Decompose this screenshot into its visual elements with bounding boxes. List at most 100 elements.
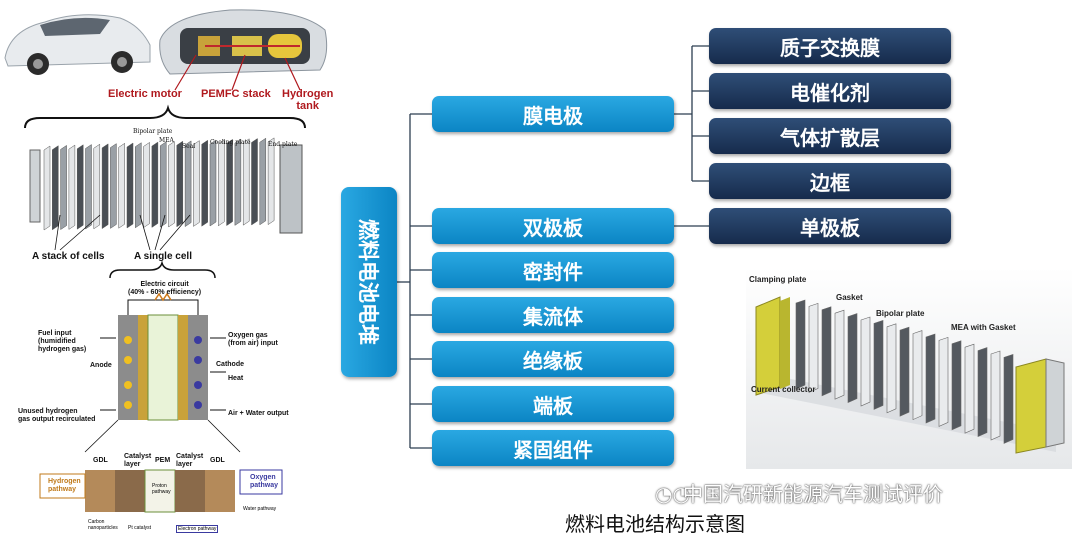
node-bipolar-plate: 双极板 (432, 208, 674, 244)
stack-plate (184, 140, 192, 228)
photo-plate (964, 343, 975, 434)
label-heat: Heat (228, 375, 244, 382)
node-electrocatalyst: 电催化剂 (709, 73, 951, 109)
node-current-collector: 集流体 (432, 297, 674, 333)
label-seal: Seal (182, 143, 196, 150)
photo-plate (925, 333, 936, 424)
fuel-cell-illustration: Electric motor PEMFC stack Hydrogen tank… (0, 0, 333, 540)
label-bipolar-plate: Bipolar plate (133, 128, 173, 135)
node-unipolar-plate: 单极板 (709, 208, 951, 244)
stack-plate (226, 138, 233, 227)
photo-plate (912, 330, 923, 421)
photo-plate (834, 309, 845, 400)
label-carbon: Carbon nanoparticles (88, 519, 118, 531)
stack-plate (251, 138, 258, 226)
label-air-water-output: Air + Water output (228, 410, 289, 417)
stack-plate (101, 143, 109, 230)
stack-plate (209, 139, 217, 227)
stack-plate (218, 139, 225, 227)
node-insulator: 绝缘板 (432, 341, 674, 377)
label-proton-pathway: Proton pathway (152, 483, 171, 495)
stack-plate (168, 141, 175, 228)
watermark: ◔◔中国汽研新能源汽车测试评价 (655, 478, 943, 507)
label-pt-catalyst: Pt catalyst (128, 525, 152, 531)
stack-plate (242, 138, 250, 226)
stack-plate (76, 144, 84, 230)
stack-plate (118, 142, 125, 229)
photo-plate (821, 306, 832, 397)
photo-plate (938, 336, 949, 427)
stack-plate (110, 143, 117, 229)
label-mea: MEA (159, 137, 174, 144)
stack-root-node: 燃料电池电堆 (341, 187, 397, 377)
photo-plate (847, 313, 858, 404)
photo-label-mea-gasket: MEA with Gasket (951, 323, 1016, 332)
photo-plate (886, 323, 897, 414)
photo-plate (873, 319, 884, 410)
label-electric-circuit: Electric circuit (40% - 60% efficiency) (128, 281, 202, 296)
node-fastener: 紧固组件 (432, 430, 674, 466)
node-proton-exchange-membrane: 质子交换膜 (709, 28, 951, 64)
label-single-cell: A single cell (134, 251, 192, 262)
photo-plate (795, 299, 806, 390)
label-electric-motor: Electric motor (108, 88, 182, 100)
stack-root-label: 燃料电池电堆 (356, 219, 380, 345)
illustration-graphics (4, 9, 328, 513)
label-catalyst-left: Catalyst layer (124, 453, 152, 468)
label-gdl-right: GDL (210, 457, 225, 464)
label-stack-of-cells: A stack of cells (32, 251, 105, 262)
label-gdl-left: GDL (93, 457, 108, 464)
label-cathode: Cathode (216, 361, 244, 368)
stack-plate (234, 138, 242, 226)
stack-plate (126, 142, 134, 229)
stack-plate (143, 141, 150, 229)
label-fuel-input: Fuel input (humidified hydrogen gas) (38, 330, 87, 353)
label-hydrogen-pathway: Hydrogen pathway (48, 478, 81, 493)
cutaway-car (159, 9, 328, 75)
node-end-plate: 端板 (432, 386, 674, 422)
photo-plate (808, 302, 819, 393)
node-mea: 膜电极 (432, 96, 674, 132)
stack-plate (151, 141, 159, 228)
photo-label-gasket: Gasket (836, 293, 863, 302)
photo-label-bipolar-plate: Bipolar plate (876, 309, 925, 318)
label-pem: PEM (155, 457, 171, 464)
stack-photo: Clamping plate Gasket Bipolar plate MEA … (746, 267, 1072, 469)
car-photo (4, 14, 151, 75)
stack-plate (85, 144, 92, 230)
photo-label-current-collector: Current collector (751, 385, 816, 394)
stack-plate (93, 143, 101, 230)
stack-plate (135, 142, 142, 229)
node-gas-diffusion-layer: 气体扩散层 (709, 118, 951, 154)
stack-photo-graphics (755, 296, 1065, 454)
label-anode: Anode (90, 362, 112, 369)
stack-plate (68, 144, 76, 230)
photo-plate (1003, 353, 1014, 444)
stack-plate (193, 140, 200, 227)
photo-plate (977, 347, 988, 438)
stack-plate (267, 137, 275, 226)
photo-plate (860, 316, 871, 407)
label-catalyst-right: Catalyst layer (176, 453, 204, 468)
stack-plate (201, 139, 208, 227)
label-oxygen-input: Oxygen gas (from air) input (228, 332, 278, 347)
label-end-plate: End plate (268, 141, 298, 148)
photo-label-clamping-plate: Clamping plate (749, 275, 807, 284)
node-seal: 密封件 (432, 252, 674, 288)
watermark-text: 中国汽研新能源汽车测试评价 (683, 482, 943, 506)
stack-plate (259, 137, 267, 226)
photo-plate (990, 350, 1001, 441)
stack-plate (43, 145, 51, 231)
single-cell-schematic (100, 292, 226, 421)
label-electron-pathway: Electron pathway (176, 525, 219, 533)
label-pemfc-stack: PEMFC stack (201, 88, 271, 100)
node-frame: 边框 (709, 163, 951, 199)
wechat-icon: ◔◔ (655, 482, 690, 506)
figure-caption: 燃料电池结构示意图 (565, 512, 745, 536)
label-cooling-plate: Cooling plate (210, 139, 251, 146)
photo-plate (899, 326, 910, 417)
cell-stack-drawing (29, 137, 303, 234)
stack-plate (60, 144, 67, 231)
label-oxygen-pathway: Oxygen pathway (250, 474, 279, 489)
